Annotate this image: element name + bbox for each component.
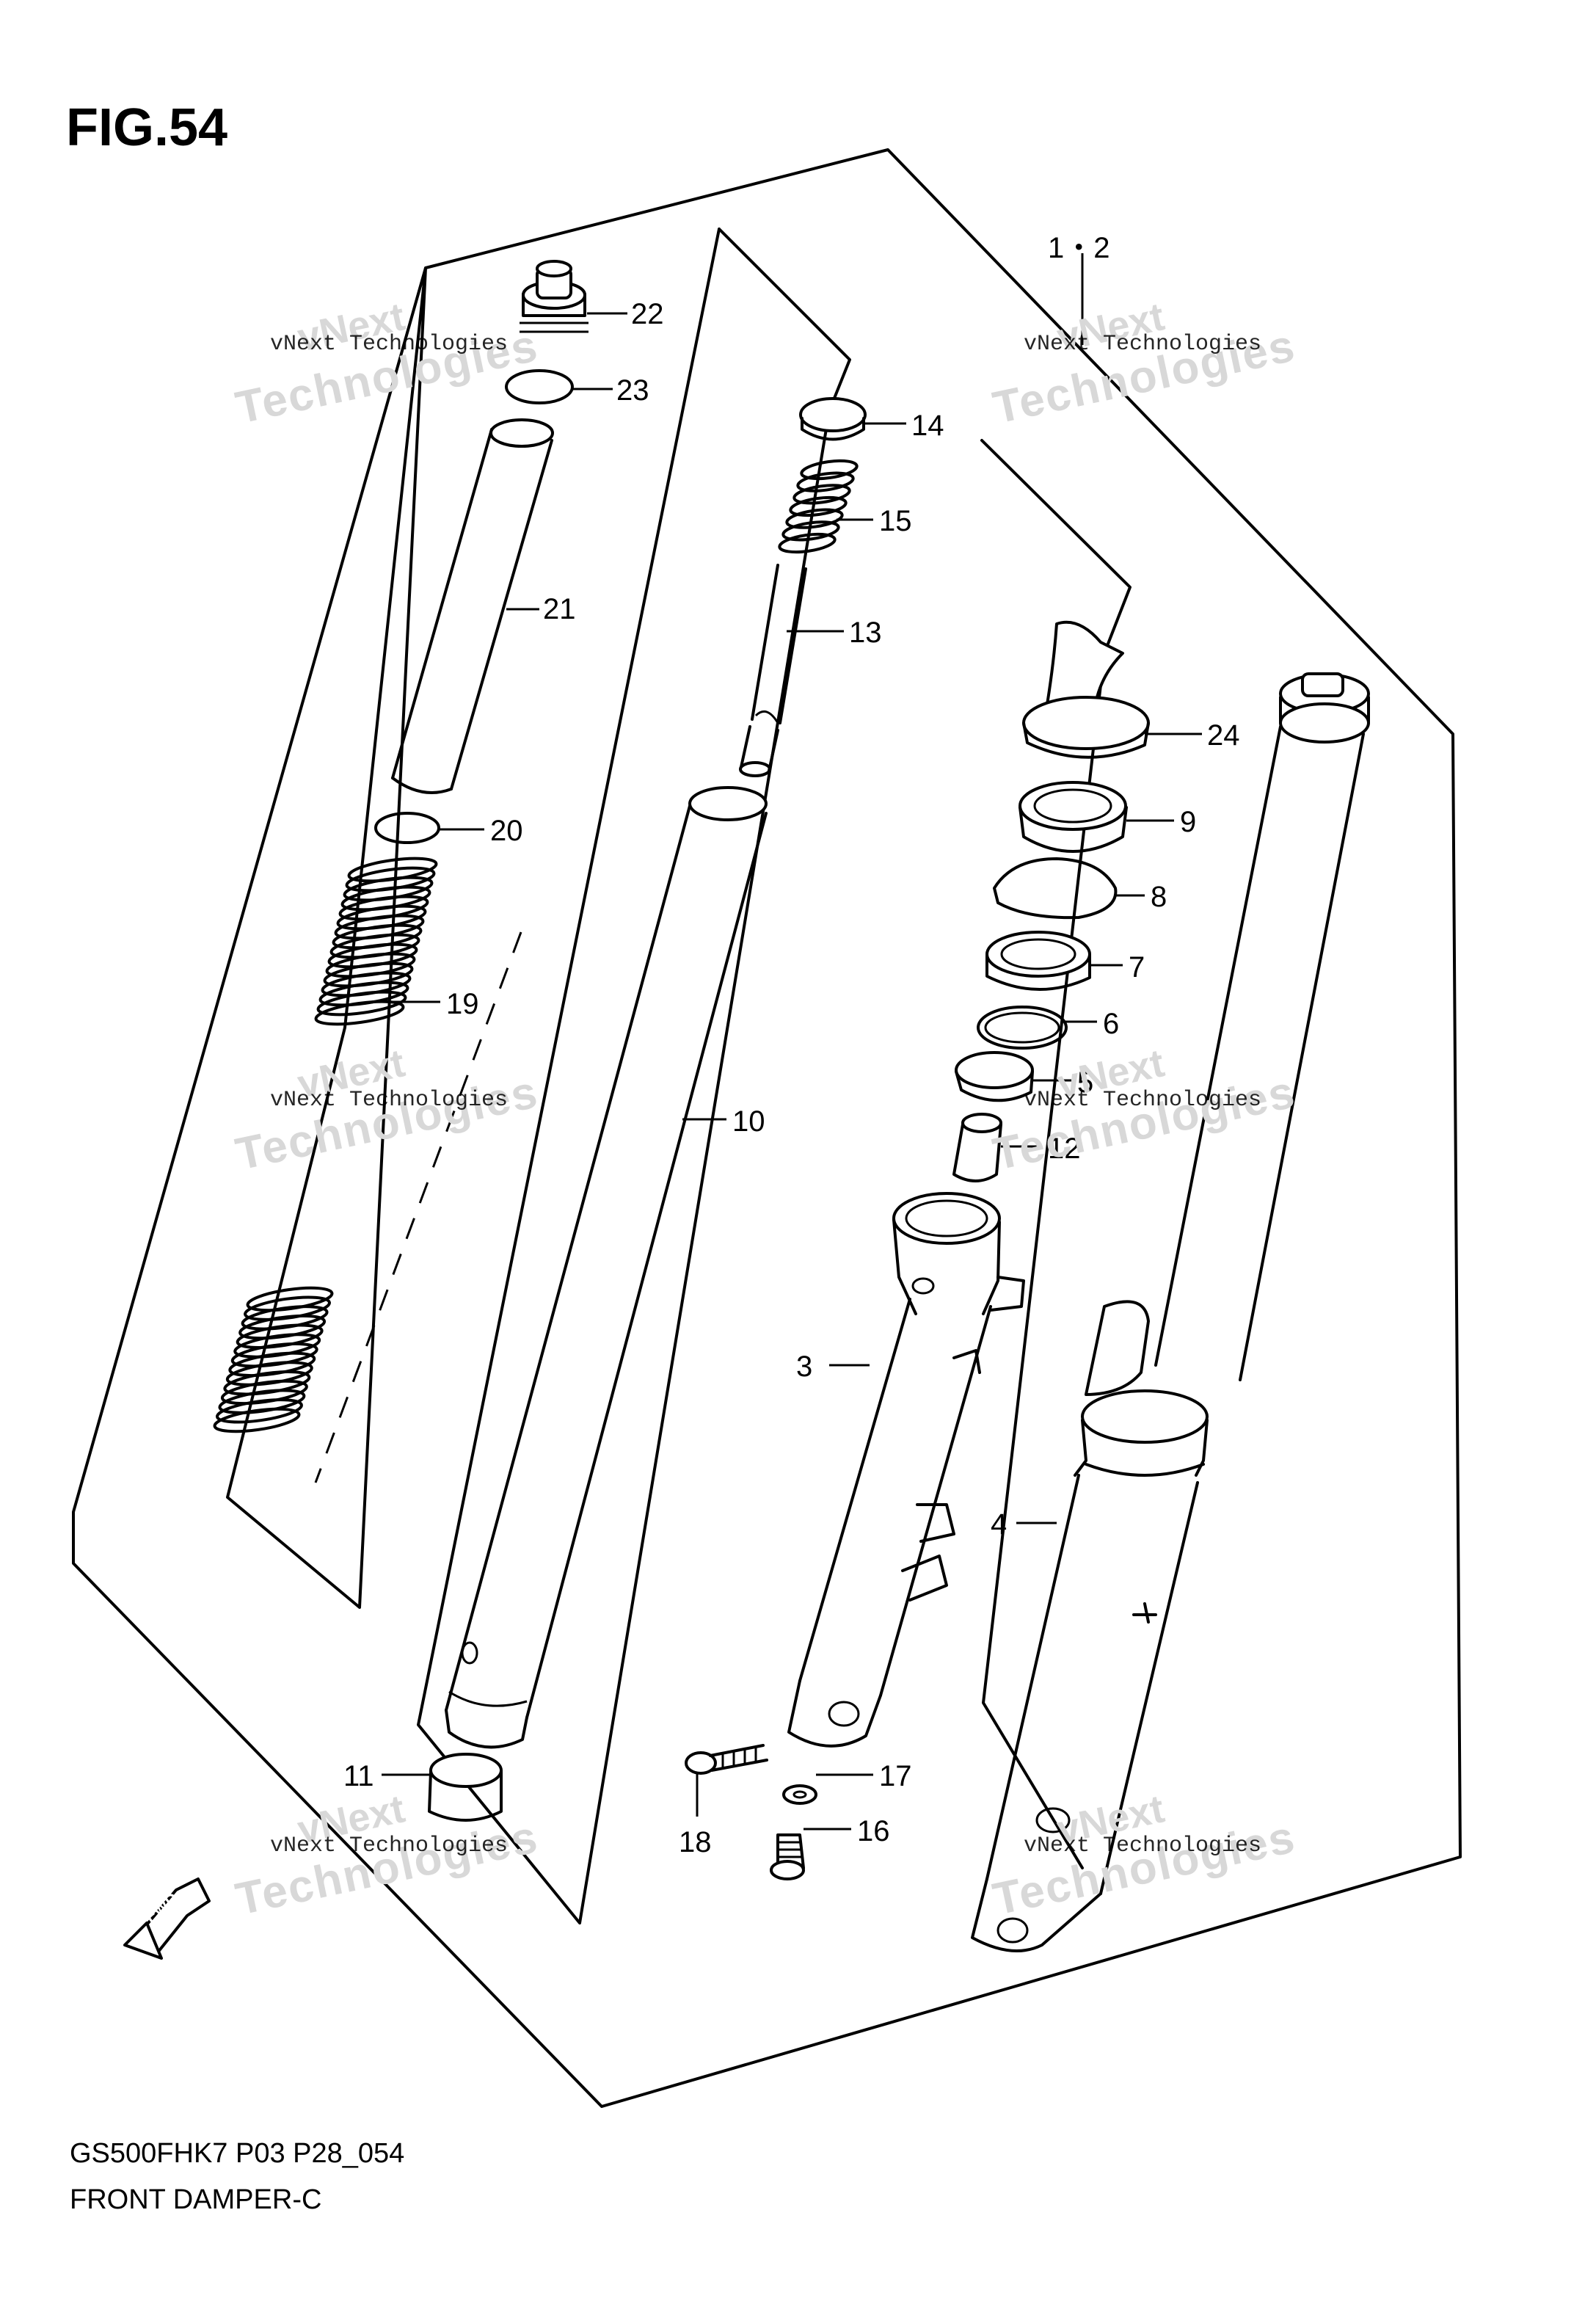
callout-9: 9 bbox=[1180, 806, 1197, 838]
spring-coil bbox=[781, 520, 840, 542]
callout-16: 16 bbox=[857, 1815, 890, 1847]
callout-15: 15 bbox=[879, 505, 912, 537]
callout-14: 14 bbox=[911, 410, 944, 442]
group-outline-left bbox=[226, 266, 427, 1609]
part-23-o-ring bbox=[505, 369, 574, 404]
spring-coil bbox=[800, 459, 859, 481]
part-11-bush bbox=[428, 1753, 503, 1822]
callout-11: 11 bbox=[343, 1760, 374, 1792]
part-4-outer-tube-assembly bbox=[971, 672, 1370, 1952]
spring-coil bbox=[314, 1000, 405, 1026]
spring-coil bbox=[316, 990, 407, 1017]
part-13-damper-rod bbox=[739, 564, 807, 777]
callout-3: 3 bbox=[796, 1351, 813, 1383]
part-16-screw bbox=[770, 1833, 805, 1880]
group-outline-middle bbox=[417, 228, 851, 1924]
callout-4: 4 bbox=[991, 1508, 1007, 1541]
part-3-outer-tube bbox=[787, 1192, 1025, 1748]
spring-coil bbox=[215, 1398, 303, 1424]
callout-24: 24 bbox=[1207, 719, 1240, 752]
part-20-washer bbox=[374, 812, 440, 844]
watermark-small-1: vNext Technologies bbox=[270, 332, 509, 357]
figure-title: FIG.54 bbox=[66, 98, 228, 157]
callout-12: 12 bbox=[1048, 1133, 1081, 1165]
part-24-fork-cover bbox=[1022, 620, 1150, 759]
fwd-arrow-icon bbox=[123, 1877, 211, 1960]
callout-23: 23 bbox=[616, 374, 649, 407]
callout-13: 13 bbox=[849, 617, 882, 649]
part-22-cap-bolt bbox=[520, 260, 589, 333]
callout-5: 5 bbox=[1077, 1066, 1094, 1099]
part-18-bolt bbox=[685, 1744, 768, 1775]
part-14-ring bbox=[799, 397, 867, 441]
assembly-outline-1-2 bbox=[72, 148, 1462, 2108]
part-21-spacer-tube bbox=[391, 418, 554, 794]
watermark-small-4: vNext Technologies bbox=[1024, 1088, 1262, 1113]
part-6-washer bbox=[977, 1006, 1068, 1050]
part-7-oil-seal bbox=[985, 931, 1091, 991]
spring-coil bbox=[213, 1407, 301, 1433]
callout-17: 17 bbox=[879, 1760, 912, 1792]
watermark-small-2: vNext Technologies bbox=[1024, 332, 1262, 357]
footer-diagram-name: FRONT DAMPER-C bbox=[70, 2184, 322, 2215]
callout-22: 22 bbox=[631, 298, 664, 330]
spring-coil bbox=[785, 508, 844, 529]
footer-model-code: GS500FHK7 P03 P28_054 bbox=[70, 2138, 405, 2169]
part-5-guide-bush bbox=[955, 1051, 1034, 1102]
callout-10: 10 bbox=[732, 1105, 765, 1138]
callout-7: 7 bbox=[1129, 951, 1145, 984]
part-17-washer bbox=[782, 1784, 817, 1805]
part-10-inner-tube bbox=[445, 786, 768, 1749]
callout-8: 8 bbox=[1151, 881, 1167, 913]
callout-1-2: 1・2 bbox=[1048, 232, 1110, 264]
watermark-small-5: vNext Technologies bbox=[270, 1833, 509, 1858]
watermark-small-6: vNext Technologies bbox=[1024, 1833, 1262, 1858]
spring-centerline bbox=[314, 931, 522, 1483]
part-12-oil-lock-piece bbox=[952, 1113, 1002, 1182]
leader-lines bbox=[382, 253, 1202, 1831]
part-8-oil-seal-clip bbox=[993, 857, 1118, 920]
callout-20: 20 bbox=[490, 815, 523, 847]
part-9-dust-seal bbox=[1019, 781, 1128, 853]
part-15-rebound-spring bbox=[778, 459, 859, 554]
callout-6: 6 bbox=[1103, 1008, 1120, 1040]
watermark-small-3: vNext Technologies bbox=[270, 1088, 509, 1113]
spring-coil bbox=[789, 495, 848, 517]
part-19-spring-lower bbox=[213, 1286, 334, 1433]
part-19-spring bbox=[314, 857, 438, 1026]
spring-coil bbox=[796, 471, 855, 492]
callout-19: 19 bbox=[446, 988, 479, 1020]
spring-coil bbox=[778, 532, 837, 554]
spring-coil bbox=[792, 484, 851, 505]
callout-21: 21 bbox=[543, 593, 576, 625]
callout-18: 18 bbox=[679, 1826, 712, 1858]
